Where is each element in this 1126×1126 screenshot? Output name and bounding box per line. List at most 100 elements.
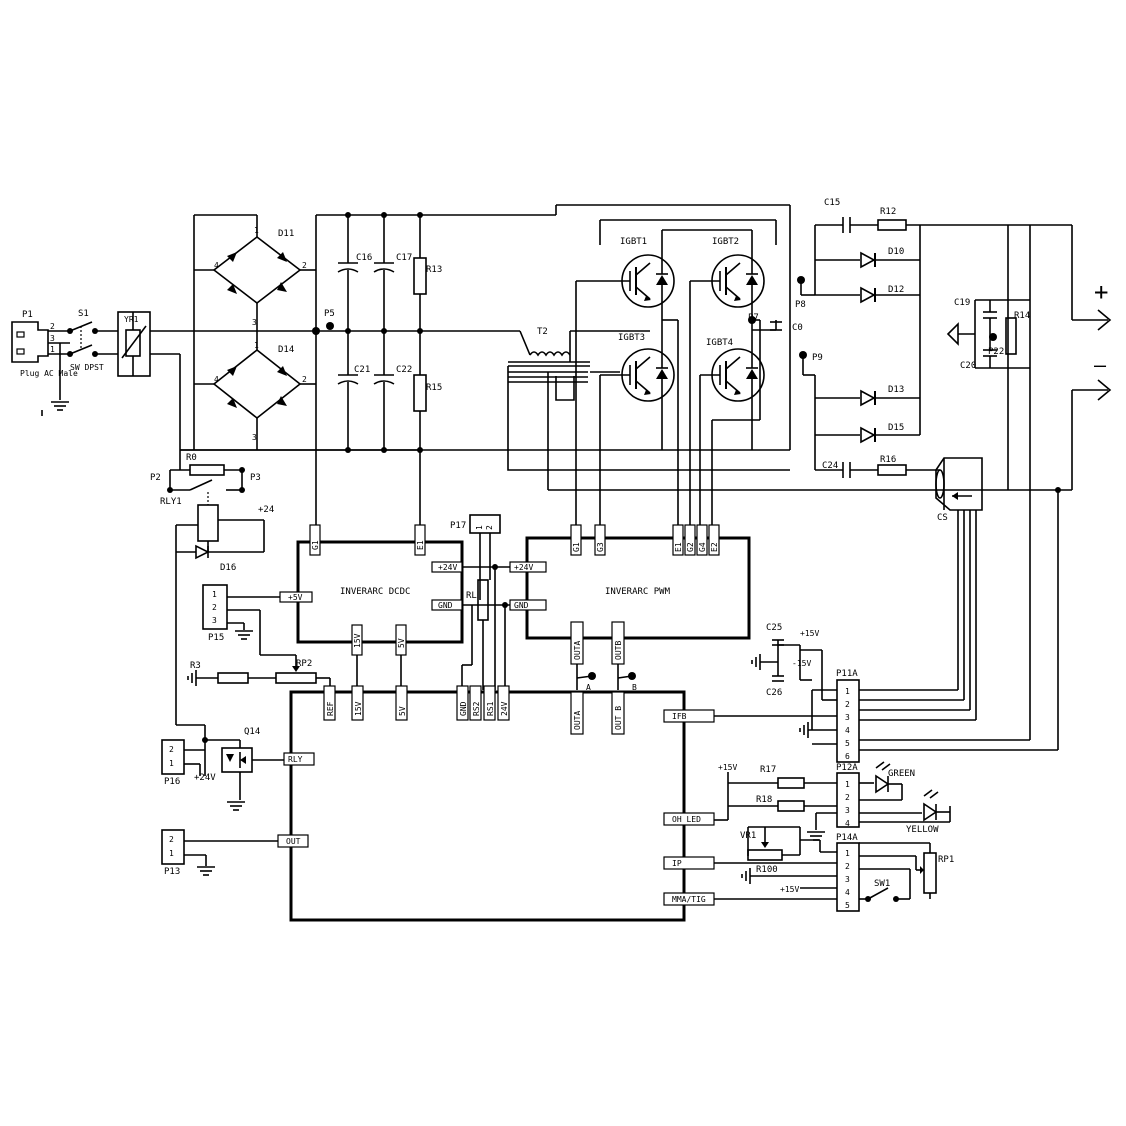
svg-text:IGBT3: IGBT3 bbox=[618, 333, 645, 343]
plug-pin-2: 2 bbox=[50, 322, 55, 331]
ground-icon bbox=[187, 669, 197, 687]
svg-text:+5V: +5V bbox=[288, 593, 303, 602]
bridge-d14: D14 1 2 3 4 bbox=[194, 331, 316, 450]
svg-text:2: 2 bbox=[485, 525, 494, 530]
switch-caption: SW DPST bbox=[70, 363, 104, 372]
diode-icon bbox=[860, 287, 876, 303]
svg-text:G4: G4 bbox=[698, 542, 707, 552]
svg-text:1: 1 bbox=[845, 687, 850, 696]
ground-icon bbox=[741, 867, 751, 885]
svg-text:T2: T2 bbox=[537, 327, 548, 337]
p15-connector: 1 2 3 P15 R3 RP2 bbox=[187, 584, 331, 690]
svg-text:2: 2 bbox=[169, 745, 174, 754]
svg-text:+15V: +15V bbox=[718, 763, 737, 772]
svg-text:REF: REF bbox=[326, 701, 335, 716]
svg-text:1: 1 bbox=[169, 849, 174, 858]
svg-text:RS1: RS1 bbox=[486, 701, 495, 716]
svg-text:1: 1 bbox=[475, 525, 484, 530]
dcdc-board: INVERARC DCDC G1 E1 +24V GND +5V 15V 5V bbox=[279, 524, 464, 690]
svg-text:IGBT2: IGBT2 bbox=[712, 237, 739, 247]
bus-resistors: R13 R15 bbox=[413, 212, 442, 525]
svg-text:D13: D13 bbox=[888, 385, 904, 395]
output-plus: + bbox=[1094, 278, 1108, 306]
svg-text:P12A: P12A bbox=[836, 763, 858, 773]
svg-text:+24V: +24V bbox=[514, 563, 533, 572]
svg-text:2: 2 bbox=[169, 835, 174, 844]
transformer-t2: T2 bbox=[507, 327, 1072, 491]
svg-text:R16: R16 bbox=[880, 455, 896, 465]
p16-connector: 2 1 P16 bbox=[161, 739, 205, 787]
svg-text:OUT B: OUT B bbox=[614, 706, 623, 730]
svg-text:1: 1 bbox=[212, 590, 217, 599]
svg-text:INVERARC PWM: INVERARC PWM bbox=[605, 587, 671, 597]
svg-text:RLY: RLY bbox=[288, 755, 303, 764]
q14-driver: Q14 +24V bbox=[176, 724, 284, 811]
svg-text:INVERARC DCDC: INVERARC DCDC bbox=[340, 587, 410, 597]
svg-text:2: 2 bbox=[845, 793, 850, 802]
svg-text:C17: C17 bbox=[396, 253, 412, 263]
svg-text:P2: P2 bbox=[150, 473, 161, 483]
ground-icon bbox=[226, 801, 246, 811]
svg-text:G2: G2 bbox=[686, 542, 695, 552]
plug-pin-1: 1 bbox=[50, 345, 55, 354]
svg-text:R15: R15 bbox=[426, 383, 442, 393]
svg-text:1: 1 bbox=[845, 849, 850, 858]
svg-text:R13: R13 bbox=[426, 265, 442, 275]
board-wiring bbox=[316, 525, 576, 567]
main-switch: S1 SW DPST bbox=[67, 309, 118, 372]
output-minus: — bbox=[1094, 353, 1107, 377]
svg-text:+24V: +24V bbox=[194, 773, 216, 783]
svg-text:P16: P16 bbox=[164, 777, 180, 787]
svg-text:YELLOW: YELLOW bbox=[906, 825, 939, 835]
svg-text:P14A: P14A bbox=[836, 833, 858, 843]
switch-ref: S1 bbox=[78, 309, 89, 319]
svg-text:1: 1 bbox=[169, 759, 174, 768]
svg-text:3: 3 bbox=[252, 433, 257, 442]
svg-text:C25: C25 bbox=[766, 623, 782, 633]
svg-text:5: 5 bbox=[845, 901, 850, 910]
svg-text:P3: P3 bbox=[250, 473, 261, 483]
svg-text:2: 2 bbox=[845, 700, 850, 709]
svg-text:C20: C20 bbox=[960, 361, 976, 371]
svg-text:R14: R14 bbox=[1014, 311, 1030, 321]
svg-text:4: 4 bbox=[845, 888, 850, 897]
svg-text:E2: E2 bbox=[710, 542, 719, 552]
p11a-connector: P11A 1 2 3 4 5 6 C25 C2 bbox=[714, 225, 1061, 763]
dc-bus: P5 bbox=[180, 214, 790, 451]
svg-text:24V: 24V bbox=[500, 701, 509, 716]
p14a-connector: P14A 1 2 3 4 5 VR1 R100 +15V RP1 bbox=[714, 826, 954, 912]
svg-text:G3: G3 bbox=[596, 542, 605, 552]
svg-text:MMA/TIG: MMA/TIG bbox=[672, 895, 706, 904]
svg-text:2: 2 bbox=[302, 375, 307, 384]
svg-text:P7: P7 bbox=[748, 313, 759, 323]
control-board: REF 15V 5V GND RS2 RS1 24V OUTA OUT B IF… bbox=[277, 685, 715, 922]
plug-ref: P1 bbox=[22, 310, 33, 320]
svg-text:1: 1 bbox=[254, 226, 259, 235]
svg-text:E1: E1 bbox=[674, 542, 683, 552]
svg-text:RP2: RP2 bbox=[296, 659, 312, 669]
svg-text:RLY1: RLY1 bbox=[160, 497, 182, 507]
svg-text:R100: R100 bbox=[756, 865, 778, 875]
svg-text:Q14: Q14 bbox=[244, 727, 260, 737]
svg-text:R12: R12 bbox=[880, 207, 896, 217]
plug-pin-3: 3 bbox=[50, 334, 55, 343]
bus-capacitors: C16 C17 C21 C22 bbox=[337, 212, 412, 453]
svg-text:4: 4 bbox=[845, 819, 850, 828]
svg-text:CS: CS bbox=[937, 513, 948, 523]
p17-relay: 1 2 P17 RL bbox=[450, 514, 528, 690]
svg-text:+24V: +24V bbox=[438, 563, 457, 572]
pwm-board: INVERARC PWM G1 G3 E1 G2 G4 E2 +24V GND … bbox=[509, 524, 751, 692]
tp-p5: P5 bbox=[324, 309, 335, 319]
svg-text:5: 5 bbox=[845, 739, 850, 748]
svg-text:1: 1 bbox=[254, 341, 259, 350]
svg-text:P13: P13 bbox=[164, 867, 180, 877]
svg-text:R0: R0 bbox=[186, 453, 197, 463]
output-stage: C15 R12 D10 D12 D13 D15 C24 R16 bbox=[800, 198, 1112, 490]
svg-text:OUTA: OUTA bbox=[573, 641, 582, 660]
svg-text:D15: D15 bbox=[888, 423, 904, 433]
svg-text:5V: 5V bbox=[398, 706, 407, 716]
svg-text:C0: C0 bbox=[792, 323, 803, 333]
ground-icon bbox=[50, 401, 70, 411]
svg-text:+15V: +15V bbox=[800, 629, 819, 638]
current-sensor: CS bbox=[935, 457, 983, 720]
